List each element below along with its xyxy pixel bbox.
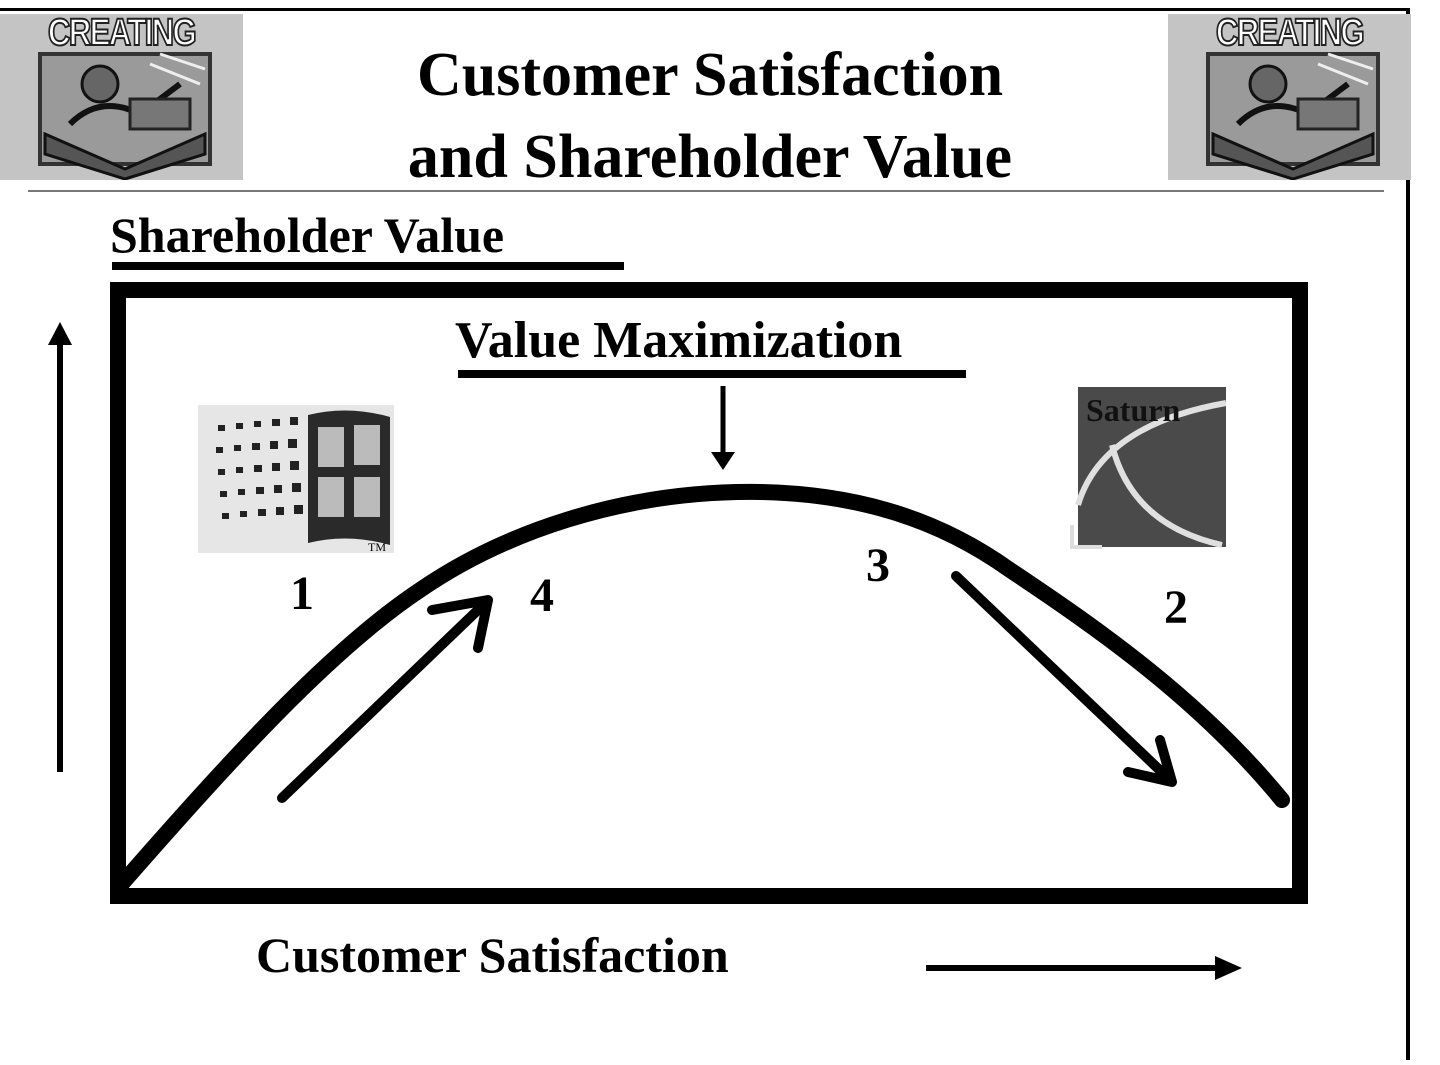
saturn-logo-icon (1070, 387, 1227, 549)
saturn-logo-text: Saturn (1086, 392, 1181, 428)
y-axis-label: Shareholder Value (110, 207, 505, 263)
point-label-4: 4 (530, 569, 554, 622)
falling-arrow (951, 571, 1177, 787)
slide-frame (0, 8, 1410, 1060)
value-curve (110, 483, 1290, 896)
title-line-1: Customer Satisfaction (416, 41, 1004, 109)
point-label-2: 2 (1164, 581, 1188, 634)
creating-value-logo-icon (1206, 52, 1380, 180)
x-axis-label: Customer Satisfaction (256, 927, 729, 983)
point-label-1: 1 (290, 567, 314, 620)
y-axis-label-underline (112, 262, 624, 270)
point-label-3: 3 (866, 539, 890, 592)
y-axis-arrow (48, 322, 72, 772)
title-divider (28, 190, 1384, 192)
peak-pointer-arrow (711, 386, 735, 470)
title-line-2: and Shareholder Value (407, 123, 1013, 191)
creating-value-logo-icon (38, 52, 212, 180)
plot-box (110, 282, 1308, 904)
rising-arrow (277, 595, 493, 803)
creating-value-logo-right: CREATING VALUE (1168, 14, 1411, 180)
value-maximization-label: Value Maximization (455, 312, 903, 369)
slide-title: Customer Satisfaction and Shareholder Va… (260, 34, 1160, 198)
windows-tm-text: TM (368, 540, 386, 554)
windows-logo-icon: TM (198, 405, 394, 554)
creating-value-logo-left: CREATING VALUE (0, 14, 243, 180)
x-axis-arrow (926, 956, 1242, 980)
value-maximization-underline (458, 370, 966, 378)
